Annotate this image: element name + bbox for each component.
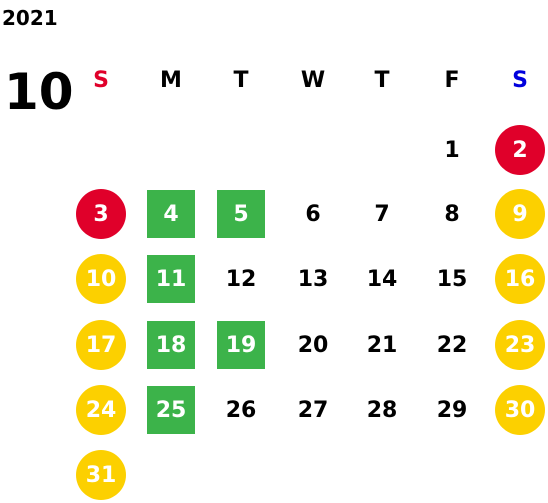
day-cell-21[interactable]: 21 <box>366 332 398 358</box>
weekday-header-0: S <box>93 68 109 93</box>
day-cell-12[interactable]: 12 <box>225 266 257 292</box>
day-cell-8[interactable]: 8 <box>444 201 460 227</box>
day-cell-4[interactable]: 4 <box>147 190 195 238</box>
weekday-header-3: W <box>300 68 326 93</box>
day-cell-6[interactable]: 6 <box>305 201 321 227</box>
day-cell-24[interactable]: 24 <box>76 385 126 435</box>
weekday-header-4: T <box>374 68 390 93</box>
day-cell-11[interactable]: 11 <box>147 255 195 303</box>
weekday-header-5: F <box>444 68 460 93</box>
day-cell-13[interactable]: 13 <box>297 266 329 292</box>
month-number: 10 <box>4 63 74 121</box>
day-cell-22[interactable]: 22 <box>436 332 468 358</box>
year-label: 2021 <box>2 6 58 30</box>
day-cell-26[interactable]: 26 <box>225 397 257 423</box>
day-cell-17[interactable]: 17 <box>76 320 126 370</box>
day-cell-31[interactable]: 31 <box>76 450 126 500</box>
day-cell-30[interactable]: 30 <box>495 385 545 435</box>
day-cell-23[interactable]: 23 <box>495 320 545 370</box>
day-cell-18[interactable]: 18 <box>147 321 195 369</box>
day-cell-20[interactable]: 20 <box>297 332 329 358</box>
day-cell-14[interactable]: 14 <box>366 266 398 292</box>
day-cell-29[interactable]: 29 <box>436 397 468 423</box>
weekday-header-1: M <box>160 68 182 93</box>
weekday-header-6: S <box>512 68 528 93</box>
day-cell-1[interactable]: 1 <box>444 137 460 163</box>
day-cell-2[interactable]: 2 <box>495 125 545 175</box>
day-cell-7[interactable]: 7 <box>374 201 390 227</box>
day-cell-16[interactable]: 16 <box>495 254 545 304</box>
weekday-header-2: T <box>233 68 249 93</box>
day-cell-15[interactable]: 15 <box>436 266 468 292</box>
day-cell-3[interactable]: 3 <box>76 189 126 239</box>
day-cell-9[interactable]: 9 <box>495 189 545 239</box>
day-cell-19[interactable]: 19 <box>217 321 265 369</box>
day-cell-28[interactable]: 28 <box>366 397 398 423</box>
day-cell-25[interactable]: 25 <box>147 386 195 434</box>
day-cell-10[interactable]: 10 <box>76 254 126 304</box>
day-cell-27[interactable]: 27 <box>297 397 329 423</box>
day-cell-5[interactable]: 5 <box>217 190 265 238</box>
